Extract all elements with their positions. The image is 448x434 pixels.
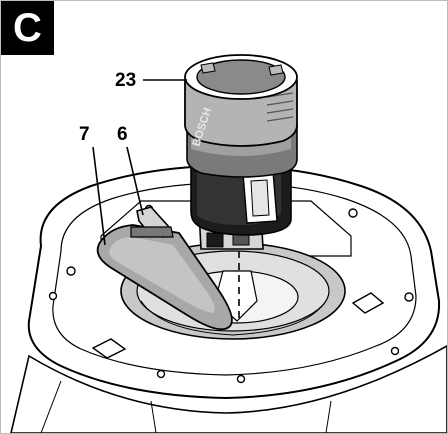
battery-pack — [184, 54, 298, 250]
base-body-contour-right — [325, 400, 332, 433]
compartment-cover-highlight — [109, 237, 215, 313]
screw-hole-3 — [348, 208, 358, 218]
callout-23: 23 — [115, 70, 137, 91]
panel-letter-badge: C — [1, 1, 54, 55]
leader-line-7 — [92, 146, 106, 246]
base-lower-body — [10, 345, 447, 433]
screw-hole-1 — [66, 266, 76, 276]
slot-left — [91, 338, 127, 359]
battery-side-clip-inner — [250, 179, 270, 217]
callout-7: 7 — [79, 124, 90, 145]
battery-connector-notch — [206, 232, 224, 248]
base-body-contour-mid — [150, 400, 157, 433]
base-body-contour-left — [40, 380, 62, 433]
cover-latch-hinge — [130, 226, 174, 238]
screw-hole-5 — [390, 346, 400, 356]
screw-hole-7 — [236, 374, 246, 384]
compartment-rim-highlight — [140, 300, 327, 336]
screw-hole-4 — [404, 292, 414, 302]
leader-line-6 — [126, 146, 144, 216]
battery-top-tab-2 — [200, 62, 216, 74]
battery-top-tab — [268, 64, 284, 76]
screw-hole-6 — [156, 369, 166, 379]
battery-top-face — [196, 59, 286, 95]
callout-6: 6 — [117, 124, 128, 145]
slot-right — [351, 292, 385, 314]
screw-hole-2 — [48, 291, 58, 301]
battery-upper-ribs — [266, 92, 294, 122]
